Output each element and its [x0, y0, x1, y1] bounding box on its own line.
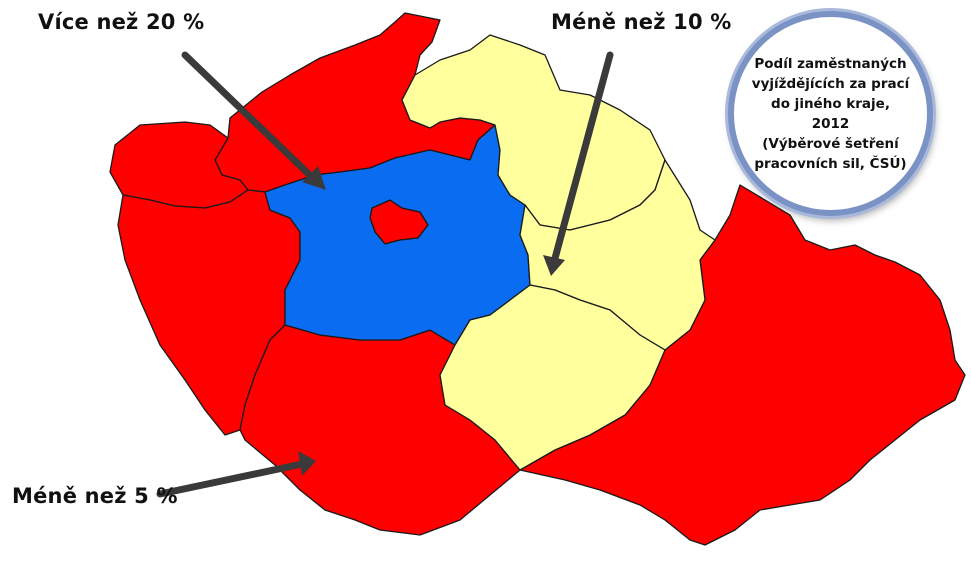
label-more-than-20: Více než 20 % — [38, 10, 205, 34]
arrow-head-less-10 — [543, 255, 565, 276]
legend-line: pracovních sil, ČSÚ) — [754, 155, 907, 172]
legend-circle: Podíl zaměstnaných vyjíždějících za prac… — [728, 11, 933, 216]
label-less-than-5: Méně než 5 % — [12, 484, 178, 508]
regions-less-than-10 — [401, 34, 716, 471]
arrow-less-5 — [156, 460, 306, 498]
legend-line: 2012 — [811, 115, 850, 132]
arrow-head-more-20 — [302, 166, 326, 190]
label-less-than-10: Méně než 10 % — [551, 10, 732, 34]
annotation-arrows — [156, 51, 614, 498]
arrow-more-20 — [181, 51, 322, 187]
arrow-less-10 — [550, 51, 614, 266]
region-vysocina — [439, 284, 666, 471]
legend-line: do jiného kraje, — [771, 95, 890, 112]
legend-text: Podíl zaměstnaných vyjíždějících za prac… — [751, 54, 911, 174]
legend-line: vyjíždějících za prací — [751, 75, 910, 92]
legend-line: Podíl zaměstnaných — [754, 55, 907, 72]
arrow-head-less-5 — [298, 451, 316, 476]
legend-line: (Výběrové šetření — [762, 135, 899, 152]
